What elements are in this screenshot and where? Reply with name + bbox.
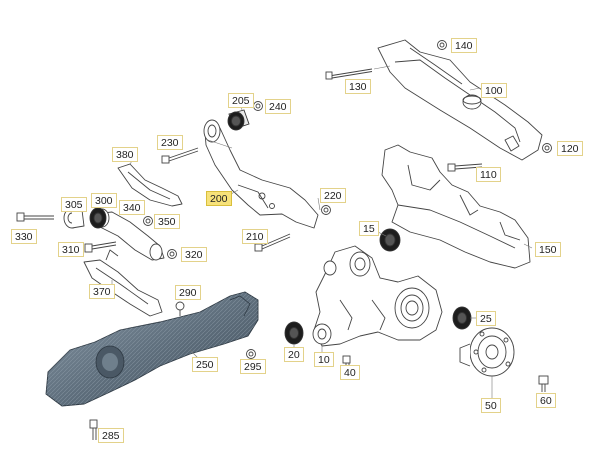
bushing-205-part xyxy=(227,109,250,131)
nut-290-part xyxy=(175,301,185,316)
callout-140: 140 xyxy=(451,38,477,53)
bushing-300-part xyxy=(89,207,107,229)
callout-100: 100 xyxy=(481,83,507,98)
nut-295-part xyxy=(246,349,256,359)
callout-295: 295 xyxy=(240,359,266,374)
callout-370: 370 xyxy=(89,284,115,299)
callout-305: 305 xyxy=(61,197,87,212)
callout-380: 380 xyxy=(112,147,138,162)
nut-140-part xyxy=(437,40,447,50)
callout-120: 120 xyxy=(557,141,583,156)
callout-330: 330 xyxy=(11,229,37,244)
bushings-group xyxy=(89,109,472,345)
callout-10: 10 xyxy=(314,352,334,367)
nut-240-part xyxy=(253,101,263,111)
callout-25: 25 xyxy=(476,311,496,326)
callout-150: 150 xyxy=(535,242,561,257)
wheel-hub-50-part xyxy=(459,327,515,377)
bolt-310-part xyxy=(84,241,117,253)
bolt-330-part xyxy=(16,212,54,222)
knuckle-10-part xyxy=(312,245,443,347)
callout-210: 210 xyxy=(242,229,268,244)
subframe-250-part xyxy=(45,291,259,407)
bolt-60-part xyxy=(538,375,549,392)
camber-arm-200-part xyxy=(203,119,319,229)
callout-285: 285 xyxy=(98,428,124,443)
bushing-15-part xyxy=(379,228,401,252)
bolt-210-part xyxy=(254,233,291,252)
callout-60: 60 xyxy=(536,393,556,408)
callout-310: 310 xyxy=(58,242,84,257)
bolt-130-part xyxy=(325,68,373,80)
callout-40: 40 xyxy=(340,365,360,380)
nut-350-part xyxy=(143,216,153,226)
bushing-25-part xyxy=(452,306,472,330)
bracket-370-part xyxy=(83,249,163,317)
nut-320-part xyxy=(167,249,177,259)
spring-link-150-part xyxy=(381,144,531,269)
callout-205: 205 xyxy=(228,93,254,108)
callout-340: 340 xyxy=(119,200,145,215)
callout-350: 350 xyxy=(154,214,180,229)
callout-300: 300 xyxy=(91,193,117,208)
control-arm-100-part xyxy=(377,39,543,161)
bolt-285-part xyxy=(89,419,98,440)
nut-120-part xyxy=(542,143,552,153)
callout-20: 20 xyxy=(284,347,304,362)
callout-15: 15 xyxy=(359,221,379,236)
callout-320: 320 xyxy=(181,247,207,262)
bolt-230-part xyxy=(161,147,199,164)
callout-230: 230 xyxy=(157,135,183,150)
fasteners-group xyxy=(16,40,552,440)
callout-290: 290 xyxy=(175,285,201,300)
callout-200-highlighted: 200 xyxy=(206,191,232,206)
callout-110: 110 xyxy=(476,167,501,182)
bracket-380-part xyxy=(117,163,183,207)
callout-250: 250 xyxy=(192,357,218,372)
bushing-20-part xyxy=(284,321,304,345)
callout-220: 220 xyxy=(320,188,346,203)
bushing-305-part xyxy=(63,207,85,229)
callout-240: 240 xyxy=(265,99,291,114)
nut-220-part xyxy=(321,205,331,215)
callout-50: 50 xyxy=(481,398,501,413)
callout-130: 130 xyxy=(345,79,371,94)
